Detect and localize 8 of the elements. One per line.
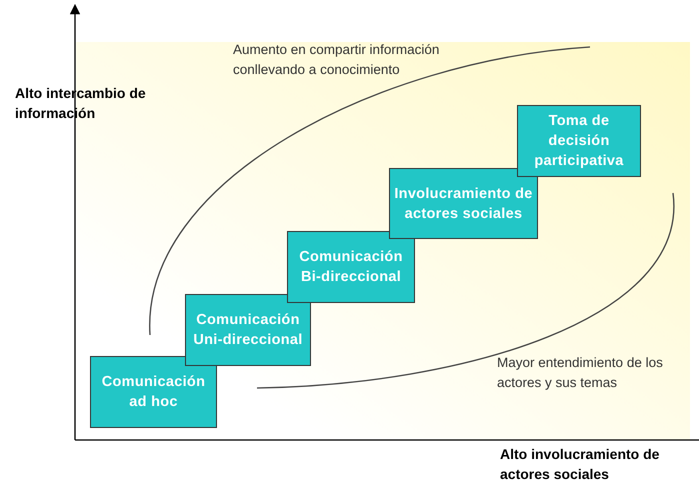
step-box: Comunicación Uni-direccional <box>185 294 311 366</box>
axis-label: Alto involucramiento de actores sociales <box>500 445 660 483</box>
curve-caption: Mayor entendimiento de los actores y sus temas <box>497 354 664 392</box>
step-box: Comunicación Bi-direccional <box>287 231 415 303</box>
step-box: Toma de decisión participativa <box>517 105 641 177</box>
step-box: Comunicación ad hoc <box>90 356 217 428</box>
step-box: Involucramiento de actores sociales <box>389 168 538 239</box>
curve-caption: Aumento en compartir información conllevando a conocimiento <box>233 41 440 79</box>
